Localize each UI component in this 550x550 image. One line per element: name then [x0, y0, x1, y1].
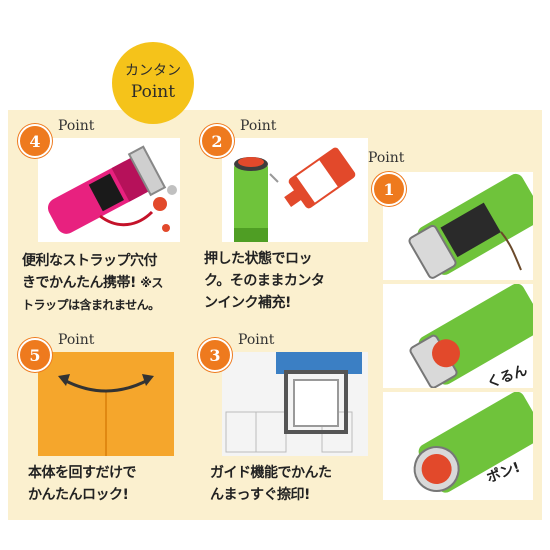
point-4-label: Point — [58, 118, 95, 134]
ink-refill-illustration — [222, 138, 368, 242]
point-5-label: Point — [58, 332, 95, 348]
point-3-photo-guide — [222, 352, 368, 456]
point-5-photo-rotate-lock — [38, 352, 174, 456]
point-2-caption: 押した状態でロッ ク。そのままカンタ ンインク補充! — [204, 251, 325, 311]
stamp-pop-illustration — [383, 392, 533, 500]
stamp-open-illustration — [383, 172, 533, 280]
point-1-photo-step-b — [383, 284, 533, 388]
point-2-photo-ink-refill — [222, 138, 368, 242]
badge-line1: カンタン — [125, 63, 181, 79]
point-2-label: Point — [240, 118, 277, 134]
point-4-caption: 便利なストラップ穴付 きでかんたん携帯! ※ス トラップは含まれません。 — [22, 250, 192, 316]
point-1-photo-step-c — [383, 392, 533, 500]
point-1-label: Point — [368, 150, 405, 166]
badge-line2: Point — [130, 82, 176, 102]
point-5-number: 5 — [18, 338, 52, 372]
point-3-number: 3 — [198, 338, 232, 372]
point-5-caption: 本体を回すだけで かんたんロック! — [28, 465, 137, 503]
rotate-lock-illustration — [38, 352, 174, 456]
point-4-number: 4 — [18, 124, 52, 158]
kantan-point-badge: カンタン Point — [112, 42, 194, 124]
point-4-photo-strap-stamp — [38, 138, 180, 242]
point-4-caption-main: 便利なストラップ穴付 きでかんたん携帯! — [22, 253, 158, 291]
point-1-photo-step-a — [383, 172, 533, 280]
point-1-number: 1 — [372, 172, 406, 206]
point-3-caption: ガイド機能でかんた んまっすぐ捺印! — [210, 465, 332, 503]
stamp-rotate-illustration — [383, 284, 533, 388]
point-2-number: 2 — [200, 124, 234, 158]
guide-stamp-illustration — [222, 352, 368, 456]
point-4-caption-note: ※ス トラップは含まれません。 — [22, 276, 163, 312]
point-3-label: Point — [238, 332, 275, 348]
strap-stamp-illustration — [38, 138, 180, 242]
